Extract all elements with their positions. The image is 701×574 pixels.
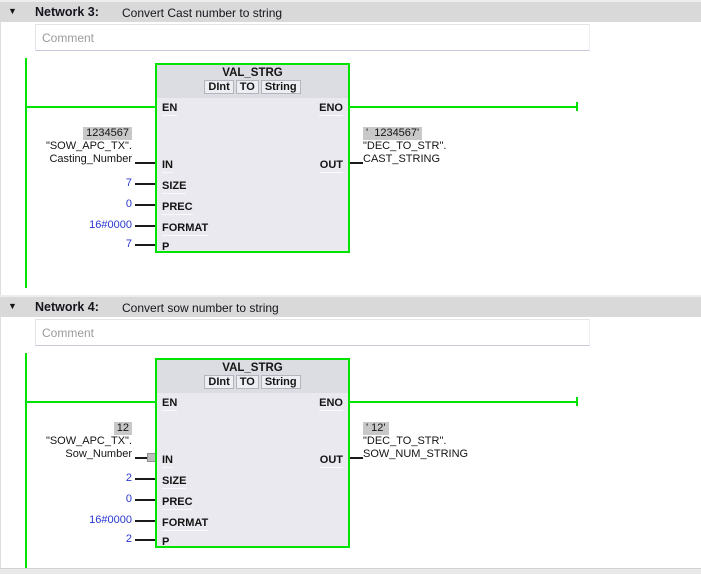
pin-in[interactable]: IN <box>162 454 173 468</box>
out-operand[interactable]: ' 12' "DEC_TO_STR". SOW_NUM_STRING <box>363 422 468 461</box>
eno-wire <box>350 401 578 403</box>
p-value[interactable]: 2 <box>125 533 132 545</box>
out-operand-qualifier[interactable]: "DEC_TO_STR". <box>363 435 447 447</box>
prec-wire <box>135 499 155 501</box>
out-wire <box>350 162 363 164</box>
size-wire <box>135 478 155 480</box>
comment-field[interactable]: Comment <box>35 319 590 346</box>
en-wire <box>27 106 155 108</box>
format-value[interactable]: 16#0000 <box>89 219 132 231</box>
network-description[interactable]: Convert Cast number to string <box>122 6 283 20</box>
output-type-dropdown[interactable]: String <box>260 80 301 94</box>
pin-in[interactable]: IN <box>162 159 173 173</box>
in-monitor-value: 12 <box>113 422 132 435</box>
format-wire <box>135 225 155 227</box>
network-3: ▼ Network 3: Convert Cast number to stri… <box>0 0 701 295</box>
pin-out[interactable]: OUT <box>319 454 343 468</box>
pin-en[interactable]: EN <box>162 397 178 411</box>
en-wire <box>27 401 155 403</box>
network-title[interactable]: Network 4: <box>35 300 99 314</box>
p-wire <box>135 244 155 246</box>
left-edge-line <box>0 317 1 568</box>
pin-en[interactable]: EN <box>162 102 178 116</box>
pin-format[interactable]: FORMAT <box>162 222 209 236</box>
in-operand-name[interactable]: Casting_Number <box>49 153 132 165</box>
network-header[interactable]: ▼ Network 4: Convert sow number to strin… <box>0 297 701 317</box>
wire-end-tick <box>576 397 578 406</box>
pin-prec[interactable]: PREC <box>162 201 193 215</box>
size-value[interactable]: 2 <box>125 472 132 484</box>
out-operand-name[interactable]: CAST_STRING <box>363 153 441 165</box>
network-title[interactable]: Network 3: <box>35 5 99 19</box>
format-value[interactable]: 16#0000 <box>89 514 132 526</box>
in-operand-name[interactable]: Sow_Number <box>65 448 132 460</box>
size-wire <box>135 183 155 185</box>
out-monitor-value: ' 12' <box>363 422 389 435</box>
wire-end-tick <box>576 102 578 111</box>
collapse-triangle-icon[interactable]: ▼ <box>8 6 17 16</box>
left-edge-line <box>0 22 1 295</box>
prec-wire <box>135 204 155 206</box>
network-header[interactable]: ▼ Network 3: Convert Cast number to stri… <box>0 2 701 22</box>
pin-eno[interactable]: ENO <box>319 397 343 411</box>
in-monitor-value: 1234567 <box>83 127 132 140</box>
to-label: TO <box>235 80 259 94</box>
out-monitor-value: ' 1234567' <box>363 127 423 140</box>
pin-size[interactable]: SIZE <box>162 475 187 489</box>
input-type-dropdown[interactable]: DInt <box>204 375 234 389</box>
format-wire <box>135 520 155 522</box>
in-wire <box>135 457 155 459</box>
size-value[interactable]: 7 <box>125 177 132 189</box>
power-rail <box>25 58 27 288</box>
eno-wire <box>350 106 578 108</box>
comment-field[interactable]: Comment <box>35 24 590 51</box>
collapse-triangle-icon[interactable]: ▼ <box>8 301 17 311</box>
horizontal-scrollbar-track[interactable] <box>0 568 701 574</box>
in-operand[interactable]: 1234567 "SOW_APC_TX". Casting_Number <box>0 127 132 166</box>
p-value[interactable]: 7 <box>125 238 132 250</box>
power-rail <box>25 353 27 568</box>
block-title[interactable]: VAL_STRG <box>222 362 283 374</box>
p-wire <box>135 539 155 541</box>
network-4: ▼ Network 4: Convert sow number to strin… <box>0 295 701 568</box>
to-label: TO <box>235 375 259 389</box>
pin-out[interactable]: OUT <box>319 159 343 173</box>
pin-prec[interactable]: PREC <box>162 496 193 510</box>
in-operand-qualifier[interactable]: "SOW_APC_TX". <box>45 435 132 447</box>
pin-size[interactable]: SIZE <box>162 180 187 194</box>
network-description[interactable]: Convert sow number to string <box>122 301 279 315</box>
out-operand-name[interactable]: SOW_NUM_STRING <box>363 448 469 460</box>
in-operand[interactable]: 12 "SOW_APC_TX". Sow_Number <box>0 422 132 461</box>
output-type-dropdown[interactable]: String <box>260 375 301 389</box>
prec-value[interactable]: 0 <box>125 198 132 210</box>
input-type-dropdown[interactable]: DInt <box>204 80 234 94</box>
out-operand[interactable]: ' 1234567' "DEC_TO_STR". CAST_STRING <box>363 127 446 166</box>
pin-format[interactable]: FORMAT <box>162 517 209 531</box>
network-header-divider <box>0 0 701 2</box>
out-operand-qualifier[interactable]: "DEC_TO_STR". <box>363 140 447 152</box>
out-wire <box>350 457 363 459</box>
pin-eno[interactable]: ENO <box>319 102 343 116</box>
in-wire <box>135 162 155 164</box>
block-title[interactable]: VAL_STRG <box>222 67 283 79</box>
network-header-divider <box>0 295 701 297</box>
prec-value[interactable]: 0 <box>125 493 132 505</box>
pin-p[interactable]: P <box>162 536 170 550</box>
pin-p[interactable]: P <box>162 241 170 255</box>
in-operand-qualifier[interactable]: "SOW_APC_TX". <box>45 140 132 152</box>
